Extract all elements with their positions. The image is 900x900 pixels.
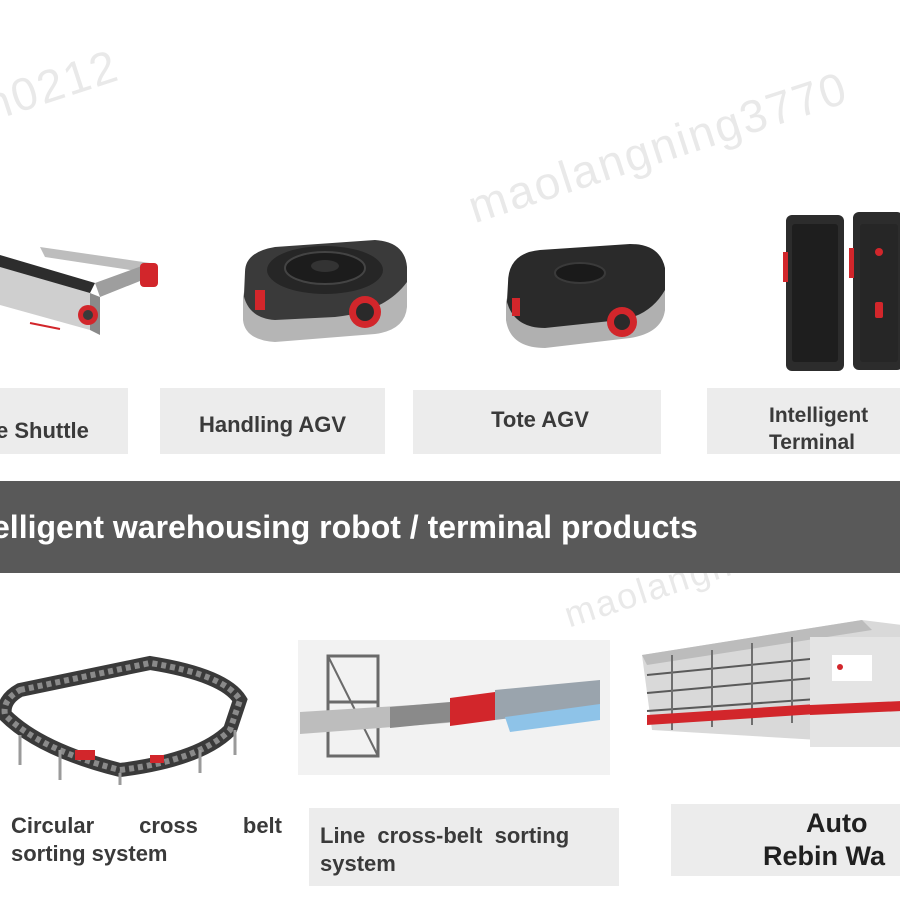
label-handling-agv-text: Handling AGV [198,412,347,437]
circular-cross-belt-image [0,655,248,785]
auto-rebin-wall-image [642,620,900,747]
label-auto-rebin-wall: Auto Rebin Wa [671,804,900,876]
label-intelligent-terminal: Intelligent Terminal [707,388,900,454]
label-line-cross-belt-line2: system [320,851,396,876]
label-circular-cross-belt: Circular cross belt sorting system [0,808,296,872]
label-line-cross-belt: Line cross-belt sorting system [309,808,619,886]
label-intelligent-terminal-line1: Intelligent [769,404,869,427]
label-auto-rebin-line2: Rebin Wa [763,841,886,871]
banner-text: elligent warehousing robot / terminal pr… [0,508,698,545]
label-handling-agv: Handling AGV [160,388,385,454]
label-circular-word1: Circular [11,813,95,838]
label-circular-word2: cross [139,813,198,838]
label-circular-line2: sorting system [11,841,168,866]
label-intelligent-terminal-line2: Terminal [769,431,855,454]
label-tote-agv-text: Tote AGV [491,407,589,432]
category-banner: elligent warehousing robot / terminal pr… [0,481,900,573]
label-shuttle: e Shuttle [0,388,128,454]
label-shuttle-text: e Shuttle [0,418,89,443]
label-tote-agv: Tote AGV [413,390,661,454]
tote-agv-image [506,244,665,348]
line-cross-belt-image [300,654,600,758]
handling-agv-image [243,240,407,342]
intelligent-terminal-image [783,212,900,371]
shuttle-image [0,247,158,335]
label-circular-word3: belt [242,813,282,838]
label-circular-line1: Circular cross belt [11,812,282,840]
watermark: maolangning3770 [461,61,855,233]
watermark: m0212 [0,38,126,136]
label-line-cross-belt-line1: Line cross-belt sorting [320,823,570,848]
label-auto-rebin-line1: Auto [806,808,868,838]
